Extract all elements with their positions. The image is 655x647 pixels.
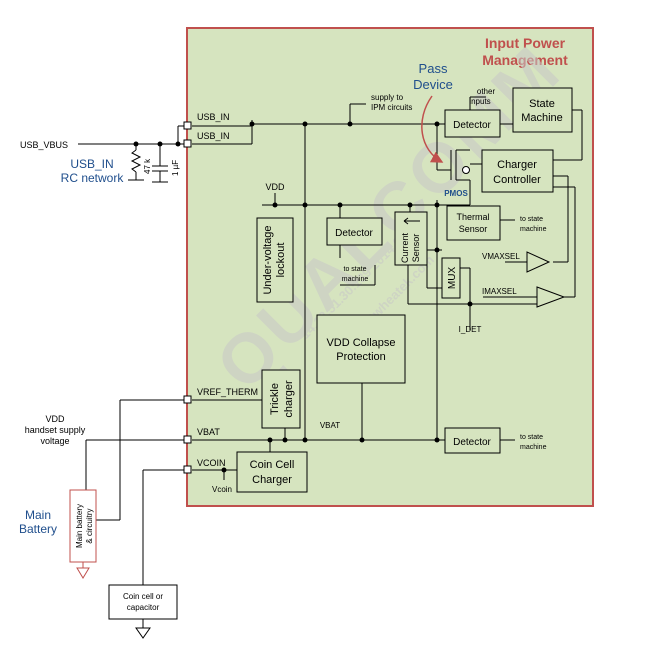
pin-usb-in-1: USB_IN [197,112,230,122]
charger-controller-box [481,149,554,193]
detector-top-box [444,109,501,138]
other-inputs-label-1: other [477,87,496,96]
current-sensor-arrow-icon [403,217,420,225]
coin-cell-charger-box [236,451,308,493]
resistor-label: 47 k [143,158,152,174]
supply-ipm-label-2: IPM circuits [371,103,412,112]
thermal-sensor-label-2: Sensor [459,224,488,234]
pin-vcoin: VCOIN [197,458,226,468]
other-inputs-label-2: inputs [469,97,490,106]
detector-top-label: Detector [453,120,491,131]
to-state-machine-b-2: machine [342,276,369,283]
thermal-sensor-label-1: Thermal [456,212,489,222]
pmos-label: PMOS [444,189,468,198]
ipm-title-1: Input Power [485,35,566,51]
main-battery-label-2: Battery [19,522,57,536]
thermal-sensor-box [446,205,501,241]
charger-controller-label-1: Charger [497,159,537,171]
to-state-machine-a-2: machine [520,226,547,233]
to-state-machine-a-1: to state [520,216,543,223]
state-machine-box [512,87,573,133]
i-det-label: I_DET [459,325,482,334]
vdd-supply-label-2: handset supply [25,425,86,435]
current-sensor-label-2: Sensor [411,234,421,263]
coin-cell-label-1: Coin cell or [123,592,163,601]
wires [78,96,583,628]
main-battery-label-1: Main [25,508,51,522]
charger-controller-label-2: Controller [493,174,541,186]
coin-cell-label-2: capacitor [127,603,160,612]
coin-cell-box [108,584,178,620]
supply-ipm-label-1: supply to [371,93,404,102]
pmos-gate-bubble [462,166,470,174]
rc-network-label-2: RC network [61,171,125,185]
vdd-internal-label: VDD [265,182,285,192]
coin-ground-icon [135,627,151,639]
pass-device-arrow [421,95,444,163]
state-machine-label-2: Machine [521,112,563,124]
coin-charger-label-2: Charger [252,474,292,486]
uvlo-label-2: lockout [275,243,287,278]
uvlo-box [256,217,294,303]
state-machine-label-1: State [529,98,555,110]
imaxsel-label: IMAXSEL [482,287,517,296]
mux-label: MUX [447,267,458,290]
to-state-machine-c-2: machine [520,444,547,451]
pin-usb-in-2: USB_IN [197,131,230,141]
pass-device-label-1: Pass [419,61,448,76]
pin-vbat: VBAT [197,427,220,437]
pins [183,121,192,474]
to-state-machine-b-1: to state [344,266,367,273]
to-state-machine-c-1: to state [520,434,543,441]
battery-ground-icon [76,567,90,579]
coin-charger-label-1: Coin Cell [250,459,295,471]
vdd-collapse-box [316,314,406,384]
battery-box-label-2: & circuitry [85,508,94,543]
ipm-title-2: Management [482,52,568,68]
vmaxsel-label: VMAXSEL [482,252,520,261]
vbat-internal-label: VBAT [320,421,340,430]
vdd-supply-label-1: VDD [45,414,65,424]
pass-device-label-2: Device [413,77,453,92]
trickle-charger-box [261,369,301,429]
current-sensor-label-1: Current [400,232,410,263]
imaxsel-amplifier-icon [536,286,566,308]
detector-mid-label: Detector [335,228,373,239]
detector-bottom-label: Detector [453,437,491,448]
detector-bottom-box [444,427,501,454]
vdd-supply-label-3: voltage [40,436,69,446]
junctions [133,121,473,473]
battery-box-label-1: Main battery [75,504,84,548]
vdd-collapse-label-1: VDD Collapse [326,337,395,349]
vcoin-internal-label: Vcoin [212,485,232,494]
pin-vref-therm: VREF_THERM [197,387,258,397]
rc-network-label-1: USB_IN [70,157,113,171]
uvlo-label-1: Under-voltage [262,225,274,294]
trickle-label-2: charger [283,380,295,418]
capacitor-label: 1 µF [171,160,180,176]
vmaxsel-amplifier-icon [526,251,551,273]
detector-mid-box [326,217,383,246]
vdd-collapse-label-2: Protection [336,351,386,363]
trickle-label-1: Trickle [269,383,281,415]
mux-box [441,257,461,299]
usb-vbus-label: USB_VBUS [20,140,68,150]
